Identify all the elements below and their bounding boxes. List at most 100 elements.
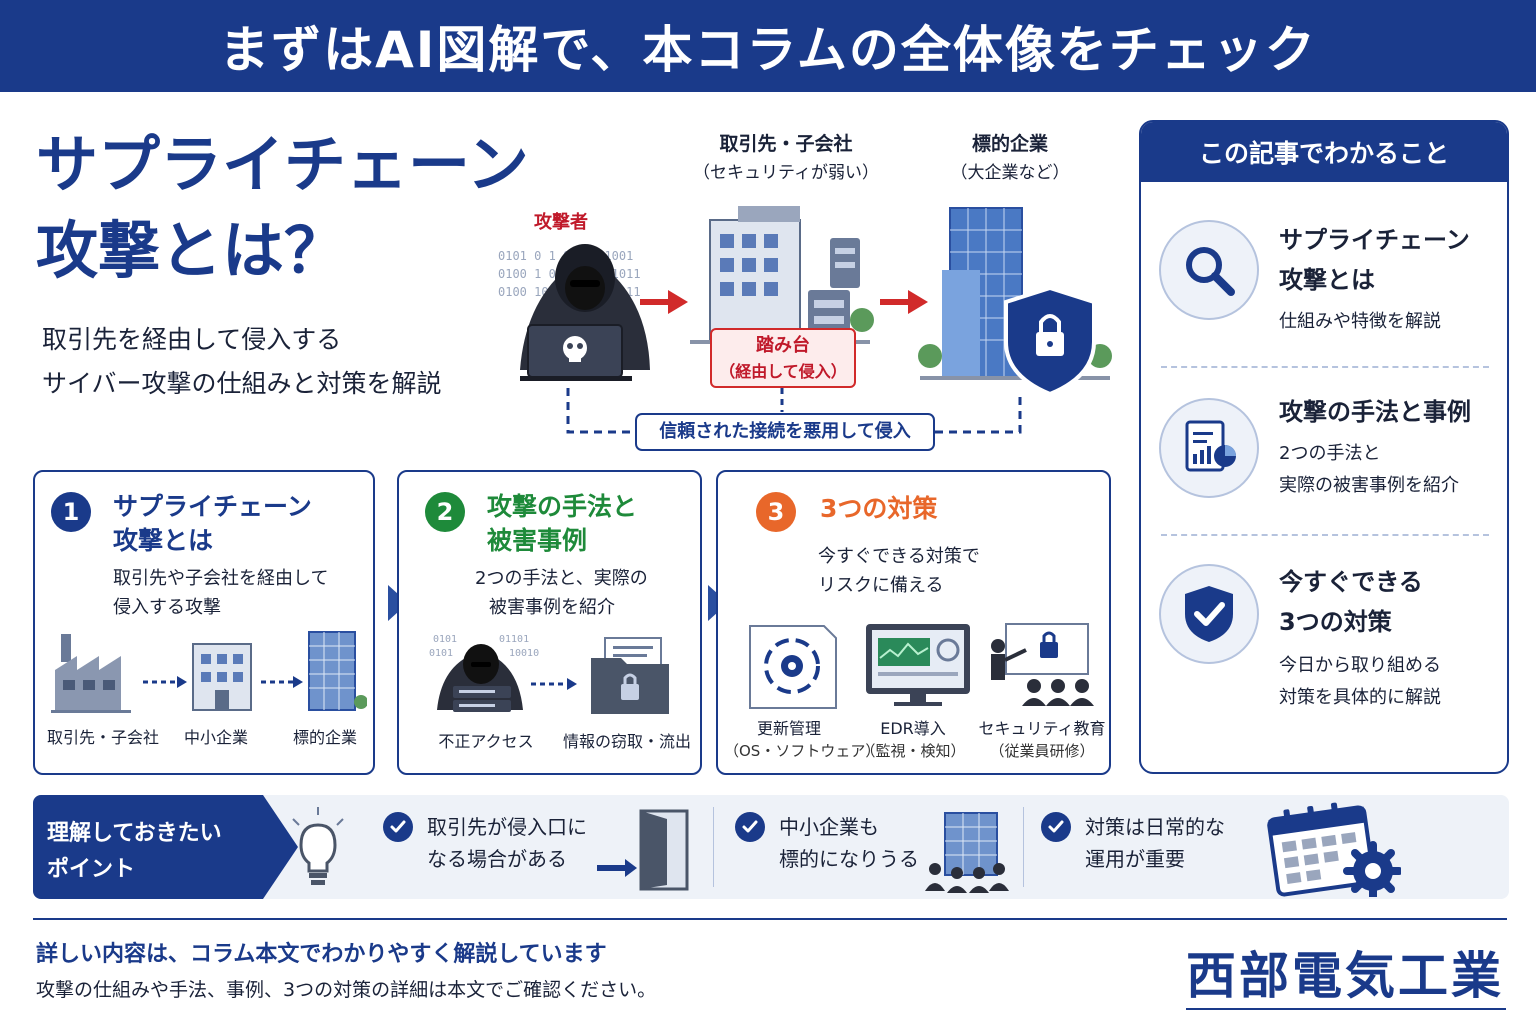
summary-item-3-desc: 今日から取り組める 対策を具体的に解説	[1279, 650, 1441, 714]
article-summary-panel: この記事でわかること サプライチェーン 攻撃とは 仕組みや特徴を解説 攻撃の手法…	[1139, 120, 1509, 774]
key-points-label: 理解しておきたい ポイント	[33, 795, 298, 899]
point-3-text: 対策は日常的な 運用が重要	[1085, 811, 1225, 875]
check-circle-icon	[383, 812, 413, 842]
summary-item-1-title-line2: 攻撃とは	[1279, 266, 1375, 294]
summary-item-3-title: 今すぐできる 3つの対策	[1279, 562, 1423, 642]
summary-item-2-title: 攻撃の手法と事例	[1279, 398, 1471, 426]
step-number-2: 2	[425, 492, 465, 532]
card-2-title-line2: 被害事例	[487, 526, 588, 555]
card-2-title-line1: 攻撃の手法と	[487, 492, 638, 521]
card-2-desc-line1: 2つの手法と、実際の	[475, 568, 648, 589]
summary-item-1: サプライチェーン 攻撃とは 仕組みや特徴を解説	[1141, 202, 1507, 372]
card-3-caption-1: 更新管理	[756, 719, 821, 738]
svg-text:0101: 0101	[429, 648, 453, 659]
lead-line1: 取引先を経由して侵入する	[42, 325, 342, 354]
dashed-path-right	[935, 392, 1022, 434]
points-separator	[1023, 807, 1024, 887]
card-2-desc-line2: 被害事例を紹介	[489, 597, 615, 618]
check-circle-icon	[1041, 812, 1071, 842]
attack-flow-graphic: 0101 0 1 0 1 0100 1 0 0 0100 1010 101001…	[498, 206, 1112, 434]
lock-shield-icon	[1004, 285, 1096, 397]
security-training-icon	[991, 623, 1094, 706]
key-points-strip: 理解しておきたい ポイント 取引先が侵入口に なる場合がある 中小企業も 標的に…	[33, 795, 1509, 899]
card-1-title: サプライチェーン 攻撃とは	[113, 490, 312, 558]
main-title-line2: 攻撃とは？	[36, 214, 347, 287]
summary-item-2-desc: 2つの手法と 実際の被害事例を紹介	[1279, 438, 1459, 502]
summary-item-3-desc-line1: 今日から取り組める	[1279, 655, 1441, 676]
point-1-line2: なる場合がある	[427, 847, 567, 871]
summary-item-3-title-line1: 今すぐできる	[1279, 568, 1423, 596]
footer-divider	[33, 918, 1507, 920]
main-title: サプライチェーン 攻撃とは？	[36, 122, 529, 294]
summary-header: この記事でわかること	[1141, 122, 1507, 182]
target-label-line1: 標的企業	[971, 133, 1048, 155]
supply-chain-graphic	[51, 631, 367, 713]
card-3-title: 3つの対策	[820, 494, 938, 523]
summary-item-2-desc-line1: 2つの手法と	[1279, 443, 1381, 464]
card-3-sub-1: （OS・ソフトウェア）	[724, 742, 881, 760]
svg-text:10010: 10010	[509, 648, 539, 659]
section-card-1: 1 サプライチェーン 攻撃とは 取引先や子会社を経由して 侵入する攻撃 取	[33, 470, 375, 775]
point-3-line2: 運用が重要	[1085, 847, 1185, 871]
card-1-caption-3: 標的企業	[292, 728, 357, 747]
svg-text:0100 1 0 0: 0100 1 0 0	[498, 267, 570, 281]
target-label: 標的企業 （大企業など）	[930, 130, 1090, 188]
card-1-caption-1: 取引先・子会社	[46, 728, 159, 747]
lead-text: 取引先を経由して侵入する サイバー攻撃の仕組みと対策を解説	[42, 318, 442, 406]
company-people-icon	[925, 812, 1009, 893]
card-3-caption-2: EDR導入	[880, 719, 946, 738]
summary-item-2-desc-line2: 実際の被害事例を紹介	[1279, 475, 1459, 496]
top-banner: まずはAI図解で、本コラムの全体像をチェック	[0, 0, 1536, 92]
target-building-icon	[918, 207, 1112, 380]
card-3-caption-3: セキュリティ教育	[978, 719, 1106, 738]
card-1-desc-line1: 取引先や子会社を経由して	[113, 568, 329, 589]
shield-check-icon	[1159, 564, 1259, 664]
point-2-line2: 標的になりうる	[779, 847, 919, 871]
step-number-1: 1	[51, 492, 91, 532]
stepping-label: 踏み台	[756, 335, 810, 356]
edr-monitor-icon	[866, 624, 970, 706]
arrow-right-red-1	[640, 290, 688, 314]
company-name: 西部電気工業	[1186, 947, 1504, 1005]
partner-building-icon	[690, 206, 874, 344]
lead-line2: サイバー攻撃の仕組みと対策を解説	[42, 369, 442, 398]
point-1-line1: 取引先が侵入口に	[427, 815, 587, 839]
partner-label-line2: （セキュリティが弱い）	[693, 163, 879, 183]
card-1-caption-2: 中小企業	[183, 728, 248, 747]
key-points-label-line1: 理解しておきたい	[47, 821, 222, 846]
stepping-sublabel: （経由して侵入）	[719, 362, 847, 381]
point-2-line1: 中小企業も	[779, 815, 879, 839]
point-3-line1: 対策は日常的な	[1085, 815, 1225, 839]
factory-icon	[51, 634, 131, 713]
card-1-desc-line2: 侵入する攻撃	[113, 597, 221, 618]
card-3-desc-line1: 今すぐできる対策で	[818, 546, 980, 567]
footer-subtext: 攻撃の仕組みや手法、事例、3つの対策の詳細は本文でご確認ください。	[36, 979, 657, 1001]
report-icon	[1159, 398, 1259, 498]
card-2-caption-1: 不正アクセス	[438, 732, 534, 751]
summary-item-1-desc: 仕組みや特徴を解説	[1279, 311, 1441, 332]
card-3-desc: 今すぐできる対策で リスクに備える	[818, 542, 980, 600]
calendar-gear-icon	[1267, 802, 1401, 897]
card-3-sub-3: （従業員研修）	[989, 742, 1095, 760]
summary-divider	[1161, 366, 1489, 368]
summary-item-3-title-line2: 3つの対策	[1279, 608, 1392, 636]
svg-text:0101: 0101	[433, 634, 457, 645]
main-title-line1: サプライチェーン	[36, 128, 529, 201]
summary-divider	[1161, 534, 1489, 536]
trusted-connection-label: 信頼された接続を悪用して侵入	[635, 413, 935, 451]
attacker-label: 攻撃者	[534, 212, 588, 233]
card-1-desc: 取引先や子会社を経由して 侵入する攻撃	[113, 564, 328, 622]
points-separator	[713, 807, 714, 887]
card-1-title-line2: 攻撃とは	[113, 526, 214, 555]
card-1-title-line1: サプライチェーン	[113, 492, 312, 521]
countermeasures-graphic	[749, 623, 1094, 709]
hacker-figure	[520, 244, 650, 381]
key-points-label-line2: ポイント	[47, 857, 136, 882]
magnifier-icon	[1159, 220, 1259, 320]
lightbulb-icon	[292, 807, 344, 885]
step-number-3: 3	[756, 492, 796, 532]
summary-item-2: 攻撃の手法と事例 2つの手法と 実際の被害事例を紹介	[1141, 380, 1507, 550]
dashed-path-left	[566, 388, 635, 434]
summary-item-1-title-line1: サプライチェーン	[1279, 226, 1470, 254]
